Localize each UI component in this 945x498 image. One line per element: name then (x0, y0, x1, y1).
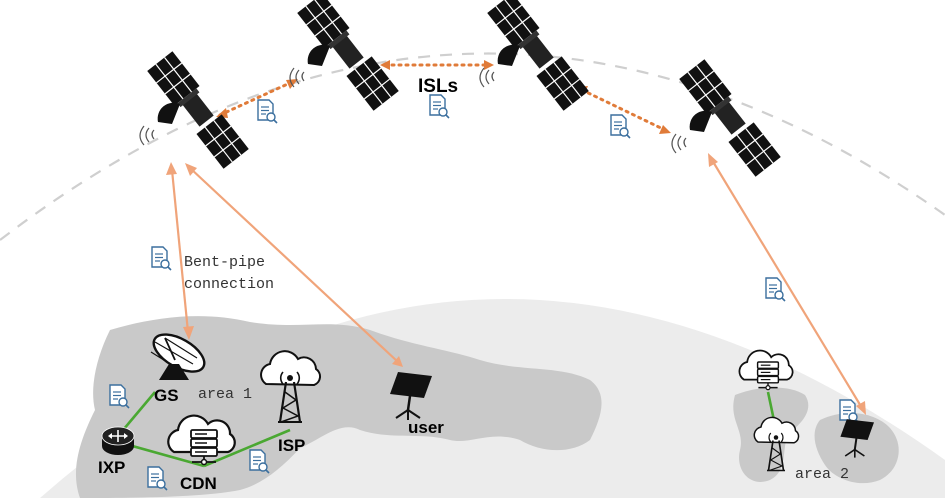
isls-label: ISLs (418, 76, 458, 97)
document-search-icon-4 (151, 246, 172, 271)
cdn-label: CDN (180, 474, 217, 493)
bent-pipe-links (170, 159, 863, 409)
satellite-dish-icon (150, 333, 206, 380)
gs-label: GS (154, 386, 179, 405)
isl-link-1 (218, 80, 294, 117)
satellite-icon-2 (289, 0, 400, 112)
area-2-label: area 2 (795, 466, 849, 483)
satellite-icon-4 (671, 58, 782, 178)
user-label: user (408, 418, 444, 437)
link-cdn-isp (203, 428, 291, 468)
landmass-area-2-east (814, 413, 899, 484)
bent-pipe-arrowheads (166, 153, 866, 415)
bent-pipe-link-user (189, 167, 399, 363)
ixp-label: IXP (98, 458, 125, 477)
router-icon (101, 426, 135, 455)
isl-link-3 (580, 88, 667, 132)
isp-label: ISP (278, 436, 305, 455)
bent-pipe-link-area2 (711, 159, 863, 409)
isl-links (218, 63, 667, 132)
connection-label: connection (184, 276, 274, 293)
orbit-arc (0, 52, 945, 241)
document-search-icon-3 (610, 114, 631, 139)
satellite-icon-3 (479, 0, 590, 112)
area-1-label: area 1 (198, 386, 252, 403)
document-search-icon-1 (257, 99, 278, 124)
bent-pipe-link-gs (170, 169, 190, 333)
bent-pipe-label: Bent-pipe (184, 254, 265, 271)
document-search-icon-5 (765, 277, 786, 302)
document-search-icon-2 (429, 94, 450, 119)
